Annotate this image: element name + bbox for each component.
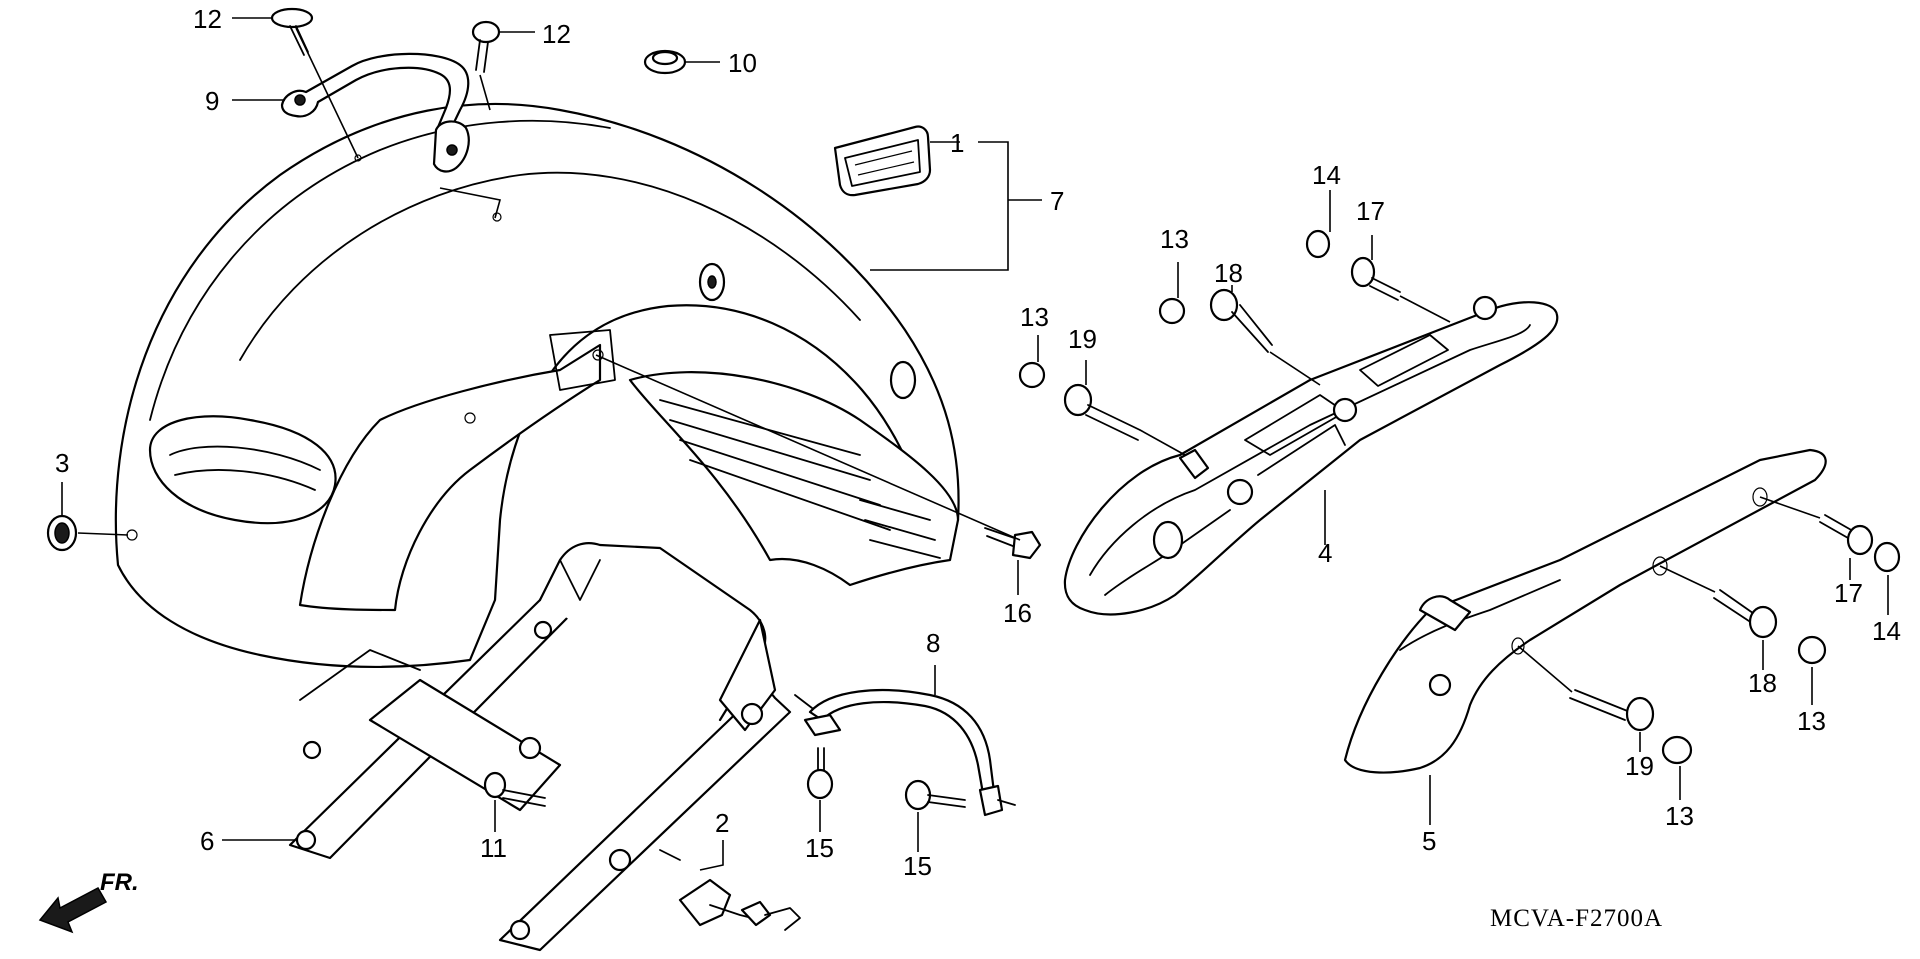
callout-17: 17 <box>1834 578 1863 608</box>
screw-12-right <box>471 20 501 73</box>
callout-8: 8 <box>926 628 940 658</box>
callout-2: 2 <box>715 808 729 838</box>
callout-6: 6 <box>200 826 214 856</box>
callout-19: 19 <box>1625 751 1654 781</box>
callout-12: 12 <box>193 4 222 34</box>
callout-7: 7 <box>1050 186 1064 216</box>
rear-fender <box>114 102 960 669</box>
callout-13: 13 <box>1665 801 1694 831</box>
nut-14-lower <box>1873 541 1901 573</box>
bolt-11 <box>483 771 546 807</box>
diagram-code: MCVA-F2700A <box>1490 905 1663 932</box>
callout-5: 5 <box>1422 826 1436 856</box>
callouts: 12 12 10 9 1 7 14 17 13 18 13 19 3 16 4 … <box>55 4 1901 881</box>
screw-12-left <box>270 7 314 56</box>
harness-clip <box>659 849 801 931</box>
bolt-18-upper <box>1209 288 1273 353</box>
callout-18: 18 <box>1748 668 1777 698</box>
front-label: FR. <box>100 869 139 896</box>
bolt-19-lower <box>1569 689 1655 732</box>
nut-13-upper-a <box>1158 297 1186 325</box>
callout-3: 3 <box>55 448 69 478</box>
grommet-3 <box>46 514 78 552</box>
stay-bracket <box>280 52 470 173</box>
frame-bracket <box>288 542 792 952</box>
callout-19: 19 <box>1068 324 1097 354</box>
bolt-15-right <box>904 779 966 811</box>
callout-14: 14 <box>1312 160 1341 190</box>
side-cover-upper <box>1063 295 1559 616</box>
bolt-15-left <box>806 747 834 800</box>
callout-18: 18 <box>1214 258 1243 288</box>
bolt-17-lower <box>1819 514 1874 556</box>
callout-11: 11 <box>480 833 507 863</box>
callout-17: 17 <box>1356 196 1385 226</box>
callout-1: 1 <box>950 128 964 158</box>
nut-14-upper <box>1305 229 1331 259</box>
callout-15: 15 <box>805 833 834 863</box>
nut-13-lower-b <box>1661 735 1693 765</box>
callout-13: 13 <box>1160 224 1189 254</box>
callout-16: 16 <box>1003 598 1032 628</box>
callout-15: 15 <box>903 851 932 881</box>
callout-14: 14 <box>1872 616 1901 646</box>
bolt-18-lower <box>1713 589 1778 639</box>
side-cover-lower <box>1343 448 1827 774</box>
callout-13: 13 <box>1020 302 1049 332</box>
callout-13: 13 <box>1797 706 1826 736</box>
front-arrow: FR. <box>38 869 139 934</box>
leader-lines <box>61 17 1889 871</box>
nut-13-upper-b <box>1018 361 1046 389</box>
reflector <box>833 125 932 197</box>
nut-13-lower-a <box>1797 635 1827 665</box>
bolt-17-upper <box>1350 256 1401 301</box>
callout-12: 12 <box>542 19 571 49</box>
callout-4: 4 <box>1318 538 1332 568</box>
callout-10: 10 <box>728 48 757 78</box>
bolt-19-upper <box>1063 383 1141 441</box>
bolt-16 <box>984 527 1042 560</box>
callout-9: 9 <box>205 86 219 116</box>
grommet-10 <box>643 49 687 75</box>
band <box>794 688 1016 817</box>
